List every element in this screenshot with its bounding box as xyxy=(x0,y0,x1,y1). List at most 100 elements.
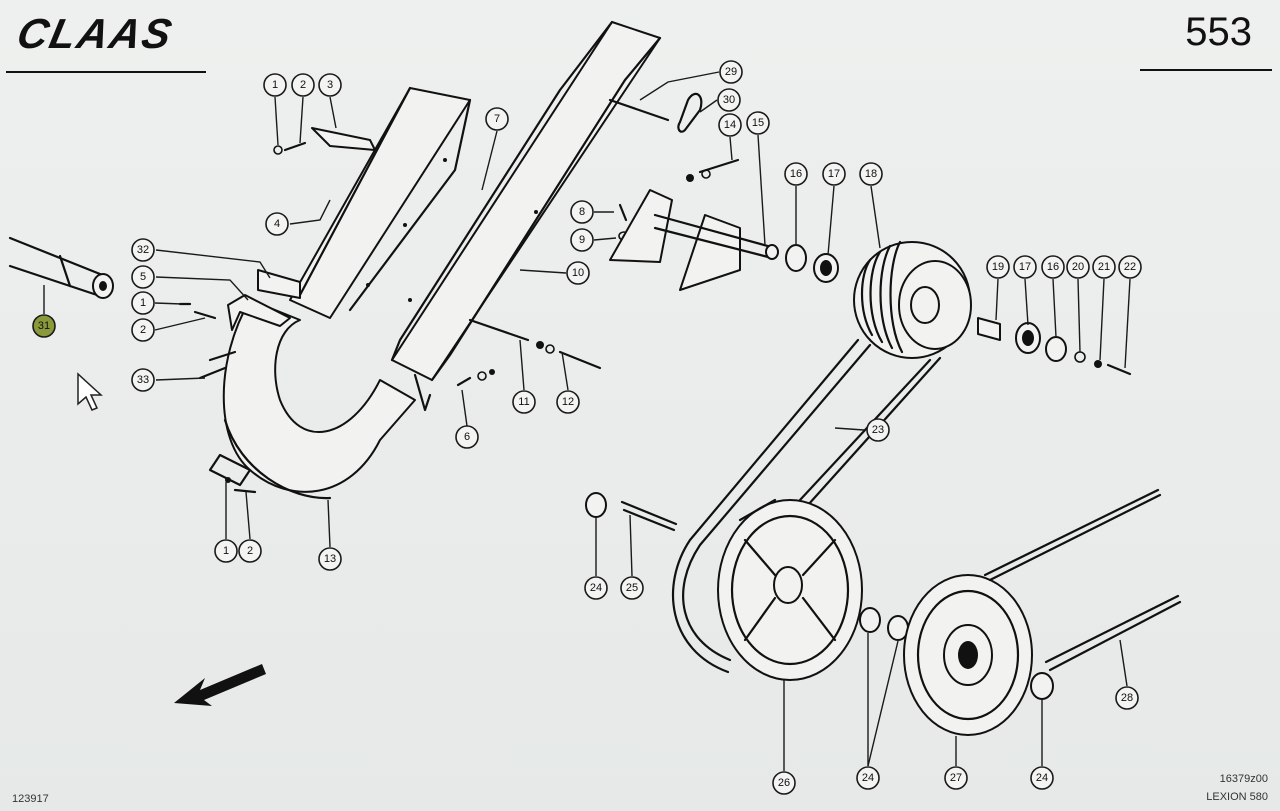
callout-17: 17 xyxy=(822,162,846,186)
callout-6: 6 xyxy=(455,425,479,449)
callout-label: 20 xyxy=(1072,261,1084,273)
callout-label: 24 xyxy=(862,772,874,784)
callout-label: 24 xyxy=(1036,772,1048,784)
callout-label: 21 xyxy=(1098,261,1110,273)
drawing-code: 16379z00 xyxy=(1219,773,1268,785)
callout-label: 2 xyxy=(140,324,146,336)
callout-label: 1 xyxy=(272,79,278,91)
callout-label: 10 xyxy=(572,267,584,279)
callout-16: 16 xyxy=(1041,255,1065,279)
shaft-31 xyxy=(8,236,114,299)
callout-24: 24 xyxy=(584,576,608,600)
callout-5: 5 xyxy=(131,265,155,289)
channel-section-10 xyxy=(390,20,662,412)
callout-26: 26 xyxy=(772,771,796,795)
callout-label: 33 xyxy=(137,374,149,386)
callout-label: 18 xyxy=(865,168,877,180)
mouse-pointer-icon xyxy=(77,372,103,411)
callout-1: 1 xyxy=(131,291,155,315)
callout-label: 30 xyxy=(723,94,735,106)
belt-guard-housing xyxy=(208,299,416,500)
direction-arrow xyxy=(174,664,266,706)
collars-and-pin xyxy=(585,492,1054,700)
callout-28: 28 xyxy=(1115,686,1139,710)
callout-16: 16 xyxy=(784,162,808,186)
drawing-id: 123917 xyxy=(12,793,49,805)
machine-model: LEXION 580 xyxy=(1206,791,1268,803)
callout-7: 7 xyxy=(485,107,509,131)
callout-label: 4 xyxy=(274,218,280,230)
callout-label: 12 xyxy=(562,396,574,408)
callout-label: 13 xyxy=(324,553,336,565)
callout-label: 16 xyxy=(790,168,802,180)
callout-24: 24 xyxy=(1030,766,1054,790)
pulley-27 xyxy=(903,574,1033,736)
pins-and-fasteners xyxy=(456,92,740,387)
callout-label: 29 xyxy=(725,66,737,78)
callout-label: 24 xyxy=(590,582,602,594)
callout-14: 14 xyxy=(718,113,742,137)
pulley-retaining-parts xyxy=(977,317,1132,376)
callout-20: 20 xyxy=(1066,255,1090,279)
callout-label: 17 xyxy=(1019,261,1031,273)
callout-3: 3 xyxy=(318,73,342,97)
callout-2: 2 xyxy=(291,73,315,97)
callout-label: 15 xyxy=(752,117,764,129)
grooved-pulley-18 xyxy=(853,240,972,359)
callout-label: 6 xyxy=(464,431,470,443)
shafts-28 xyxy=(983,488,1182,672)
bearing-block-with-shaft xyxy=(609,189,779,291)
callout-18: 18 xyxy=(859,162,883,186)
callout-29: 29 xyxy=(719,60,743,84)
callout-22: 22 xyxy=(1118,255,1142,279)
callout-30: 30 xyxy=(717,88,741,112)
callout-label: 17 xyxy=(828,168,840,180)
callout-label: 1 xyxy=(223,545,229,557)
large-pulley-26 xyxy=(717,498,863,681)
callout-2: 2 xyxy=(131,318,155,342)
callout-1: 1 xyxy=(214,539,238,563)
callout-32: 32 xyxy=(131,238,155,262)
callout-label: 7 xyxy=(494,113,500,125)
callout-label: 27 xyxy=(950,772,962,784)
callout-27: 27 xyxy=(944,766,968,790)
callout-24: 24 xyxy=(856,766,880,790)
callout-25: 25 xyxy=(620,576,644,600)
bracket-arm-4 xyxy=(289,86,472,319)
callout-23: 23 xyxy=(866,418,890,442)
callout-8: 8 xyxy=(570,200,594,224)
washers-and-bushings-upper xyxy=(785,244,839,283)
leader-lines xyxy=(43,71,1131,771)
callout-31: 31 xyxy=(32,314,56,338)
mounting-brackets xyxy=(178,127,376,380)
callout-11: 11 xyxy=(512,390,536,414)
callout-19: 19 xyxy=(986,255,1010,279)
callout-label: 11 xyxy=(518,396,529,408)
callout-label: 19 xyxy=(992,261,1004,273)
callout-21: 21 xyxy=(1092,255,1116,279)
callout-13: 13 xyxy=(318,547,342,571)
callout-33: 33 xyxy=(131,368,155,392)
callout-label: 3 xyxy=(327,79,333,91)
callout-label: 28 xyxy=(1121,692,1133,704)
callout-1: 1 xyxy=(263,73,287,97)
callout-9: 9 xyxy=(570,228,594,252)
callout-label: 9 xyxy=(579,234,585,246)
callout-label: 26 xyxy=(778,777,790,789)
callout-label: 1 xyxy=(140,297,146,309)
callout-label: 14 xyxy=(724,119,736,131)
callout-label: 22 xyxy=(1124,261,1136,273)
callout-12: 12 xyxy=(556,390,580,414)
callout-label: 8 xyxy=(579,206,585,218)
callout-label: 23 xyxy=(872,424,884,436)
callout-17: 17 xyxy=(1013,255,1037,279)
callout-label: 2 xyxy=(247,545,253,557)
callout-label: 31 xyxy=(38,320,50,332)
callout-label: 5 xyxy=(140,271,146,283)
callout-10: 10 xyxy=(566,261,590,285)
callout-label: 16 xyxy=(1047,261,1059,273)
callout-label: 32 xyxy=(137,244,149,256)
